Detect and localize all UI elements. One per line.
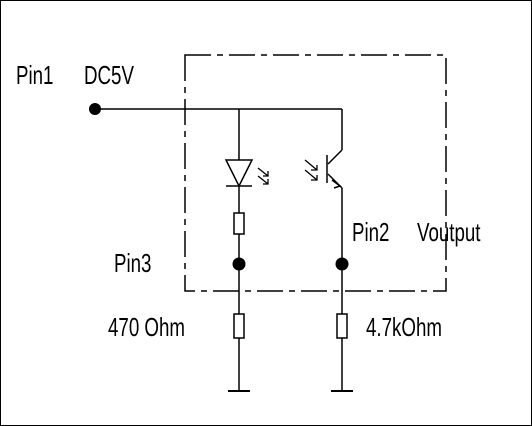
pin2-terminal bbox=[335, 257, 349, 271]
pin3-terminal bbox=[232, 257, 246, 271]
resistor-470-ohm bbox=[233, 313, 245, 339]
voutput-label: Voutput bbox=[417, 217, 481, 247]
resistor-4-7k-ohm bbox=[336, 313, 348, 339]
pin2-label: Pin2 bbox=[352, 217, 390, 247]
led-emission-arrows bbox=[257, 167, 269, 185]
pin1-label: Pin1 bbox=[16, 60, 54, 90]
resistor-470-label: 470 Ohm bbox=[108, 312, 186, 342]
sensor-module-boundary bbox=[184, 54, 447, 292]
pin1-terminal bbox=[89, 103, 101, 115]
pin3-label: Pin3 bbox=[114, 248, 152, 278]
led-internal-resistor bbox=[233, 212, 245, 235]
dc5v-label: DC5V bbox=[84, 60, 134, 90]
phototransistor-light-arrows bbox=[304, 159, 318, 181]
resistor-4k7-label: 4.7kOhm bbox=[366, 312, 442, 342]
phototransistor-symbol bbox=[326, 155, 342, 189]
led-symbol bbox=[224, 159, 254, 188]
phototransistor-branch bbox=[327, 109, 343, 258]
